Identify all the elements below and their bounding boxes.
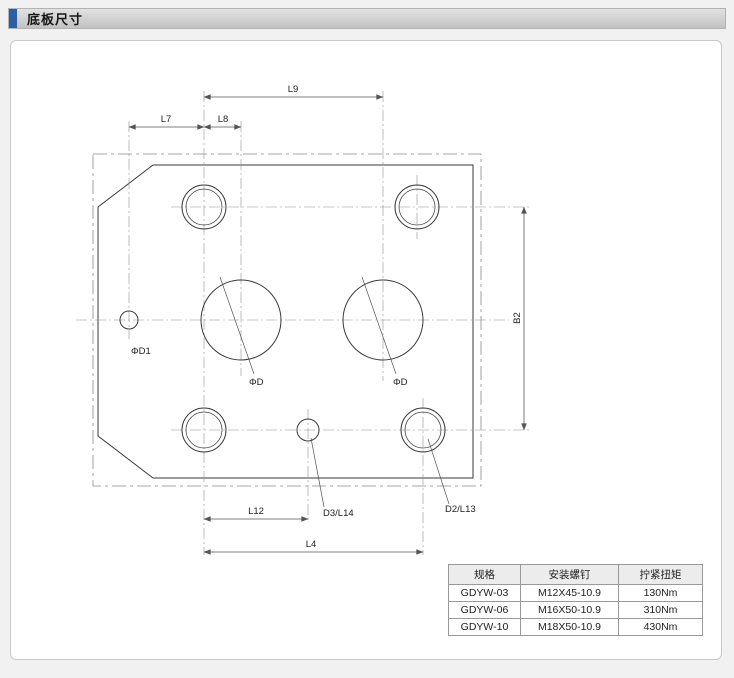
col-header-screw: 安装螺钉 xyxy=(520,564,619,585)
label-phi-d1: ΦD1 xyxy=(131,346,151,357)
cell-model: GDYW-10 xyxy=(448,618,521,636)
col-header-spec: 规格 xyxy=(448,564,521,585)
label-l7: L7 xyxy=(161,114,172,125)
label-b2: B2 xyxy=(512,312,523,324)
table-row: GDYW-03 M12X45-10.9 130Nm xyxy=(448,584,703,602)
cell-screw: M18X50-10.9 xyxy=(520,618,619,636)
cell-torque: 130Nm xyxy=(618,584,703,602)
page-title: 底板尺寸 xyxy=(27,12,84,27)
mounting-hole-bottom-right-inner xyxy=(404,411,442,449)
mounting-hole-bottom-left-inner xyxy=(185,411,223,449)
leader-lines xyxy=(219,276,450,508)
mounting-hole-top-left-inner xyxy=(185,188,223,226)
drawing-panel: L9 L7 L8 B2 L12 L4 D3/L14 D2/L13 ΦD1 ΦD … xyxy=(10,40,722,660)
label-l9: L9 xyxy=(288,84,299,95)
mounting-hole-top-right-outer xyxy=(394,184,440,230)
port-circle-d1-left xyxy=(119,310,139,330)
header-accent-block xyxy=(9,9,17,28)
cell-model: GDYW-06 xyxy=(448,601,521,619)
table-header-row: 规格 安装螺钉 拧紧扭矩 xyxy=(448,564,703,585)
leader-d2-l13 xyxy=(427,438,450,505)
technical-drawing: L9 L7 L8 B2 L12 L4 D3/L14 D2/L13 ΦD1 ΦD … xyxy=(76,84,531,555)
mounting-hole-top-right-inner xyxy=(398,188,436,226)
label-l12: L12 xyxy=(248,506,264,517)
plate-outline xyxy=(97,164,474,479)
col-header-torque: 拧紧扭矩 xyxy=(618,564,703,585)
centerlines xyxy=(76,91,531,555)
dimension-lines xyxy=(128,94,527,555)
cell-screw: M16X50-10.9 xyxy=(520,601,619,619)
label-phi-d-right: ΦD xyxy=(393,377,408,388)
section-header-bar: 底板尺寸 xyxy=(8,8,726,29)
port-circle-right xyxy=(342,279,424,361)
port-circle-left xyxy=(200,279,282,361)
table-row: GDYW-06 M16X50-10.9 310Nm xyxy=(448,601,703,619)
port-circle-small-bottom xyxy=(296,418,320,442)
port-circles xyxy=(119,279,424,442)
label-d3-l14: D3/L14 xyxy=(323,508,354,519)
dimension-labels: L9 L7 L8 B2 L12 L4 D3/L14 D2/L13 ΦD1 ΦD … xyxy=(131,84,523,550)
mounting-hole-top-left-outer xyxy=(181,184,227,230)
cell-torque: 430Nm xyxy=(618,618,703,636)
mounting-hole-bottom-left-outer xyxy=(181,407,227,453)
label-l8: L8 xyxy=(218,114,229,125)
cell-screw: M12X45-10.9 xyxy=(520,584,619,602)
table-row: GDYW-10 M18X50-10.9 430Nm xyxy=(448,618,703,636)
label-phi-d-left: ΦD xyxy=(249,377,264,388)
mounting-hole-bottom-right-outer xyxy=(400,407,446,453)
leader-phi-d-right xyxy=(361,276,397,375)
leader-phi-d-left xyxy=(219,276,255,375)
leader-d3-l14 xyxy=(310,437,325,508)
label-d2-l13: D2/L13 xyxy=(445,504,476,515)
torque-spec-table: 规格 安装螺钉 拧紧扭矩 GDYW-03 M12X45-10.9 130Nm G… xyxy=(448,564,703,636)
cell-model: GDYW-03 xyxy=(448,584,521,602)
mounting-holes xyxy=(181,184,446,453)
cell-torque: 310Nm xyxy=(618,601,703,619)
label-l4: L4 xyxy=(306,539,317,550)
